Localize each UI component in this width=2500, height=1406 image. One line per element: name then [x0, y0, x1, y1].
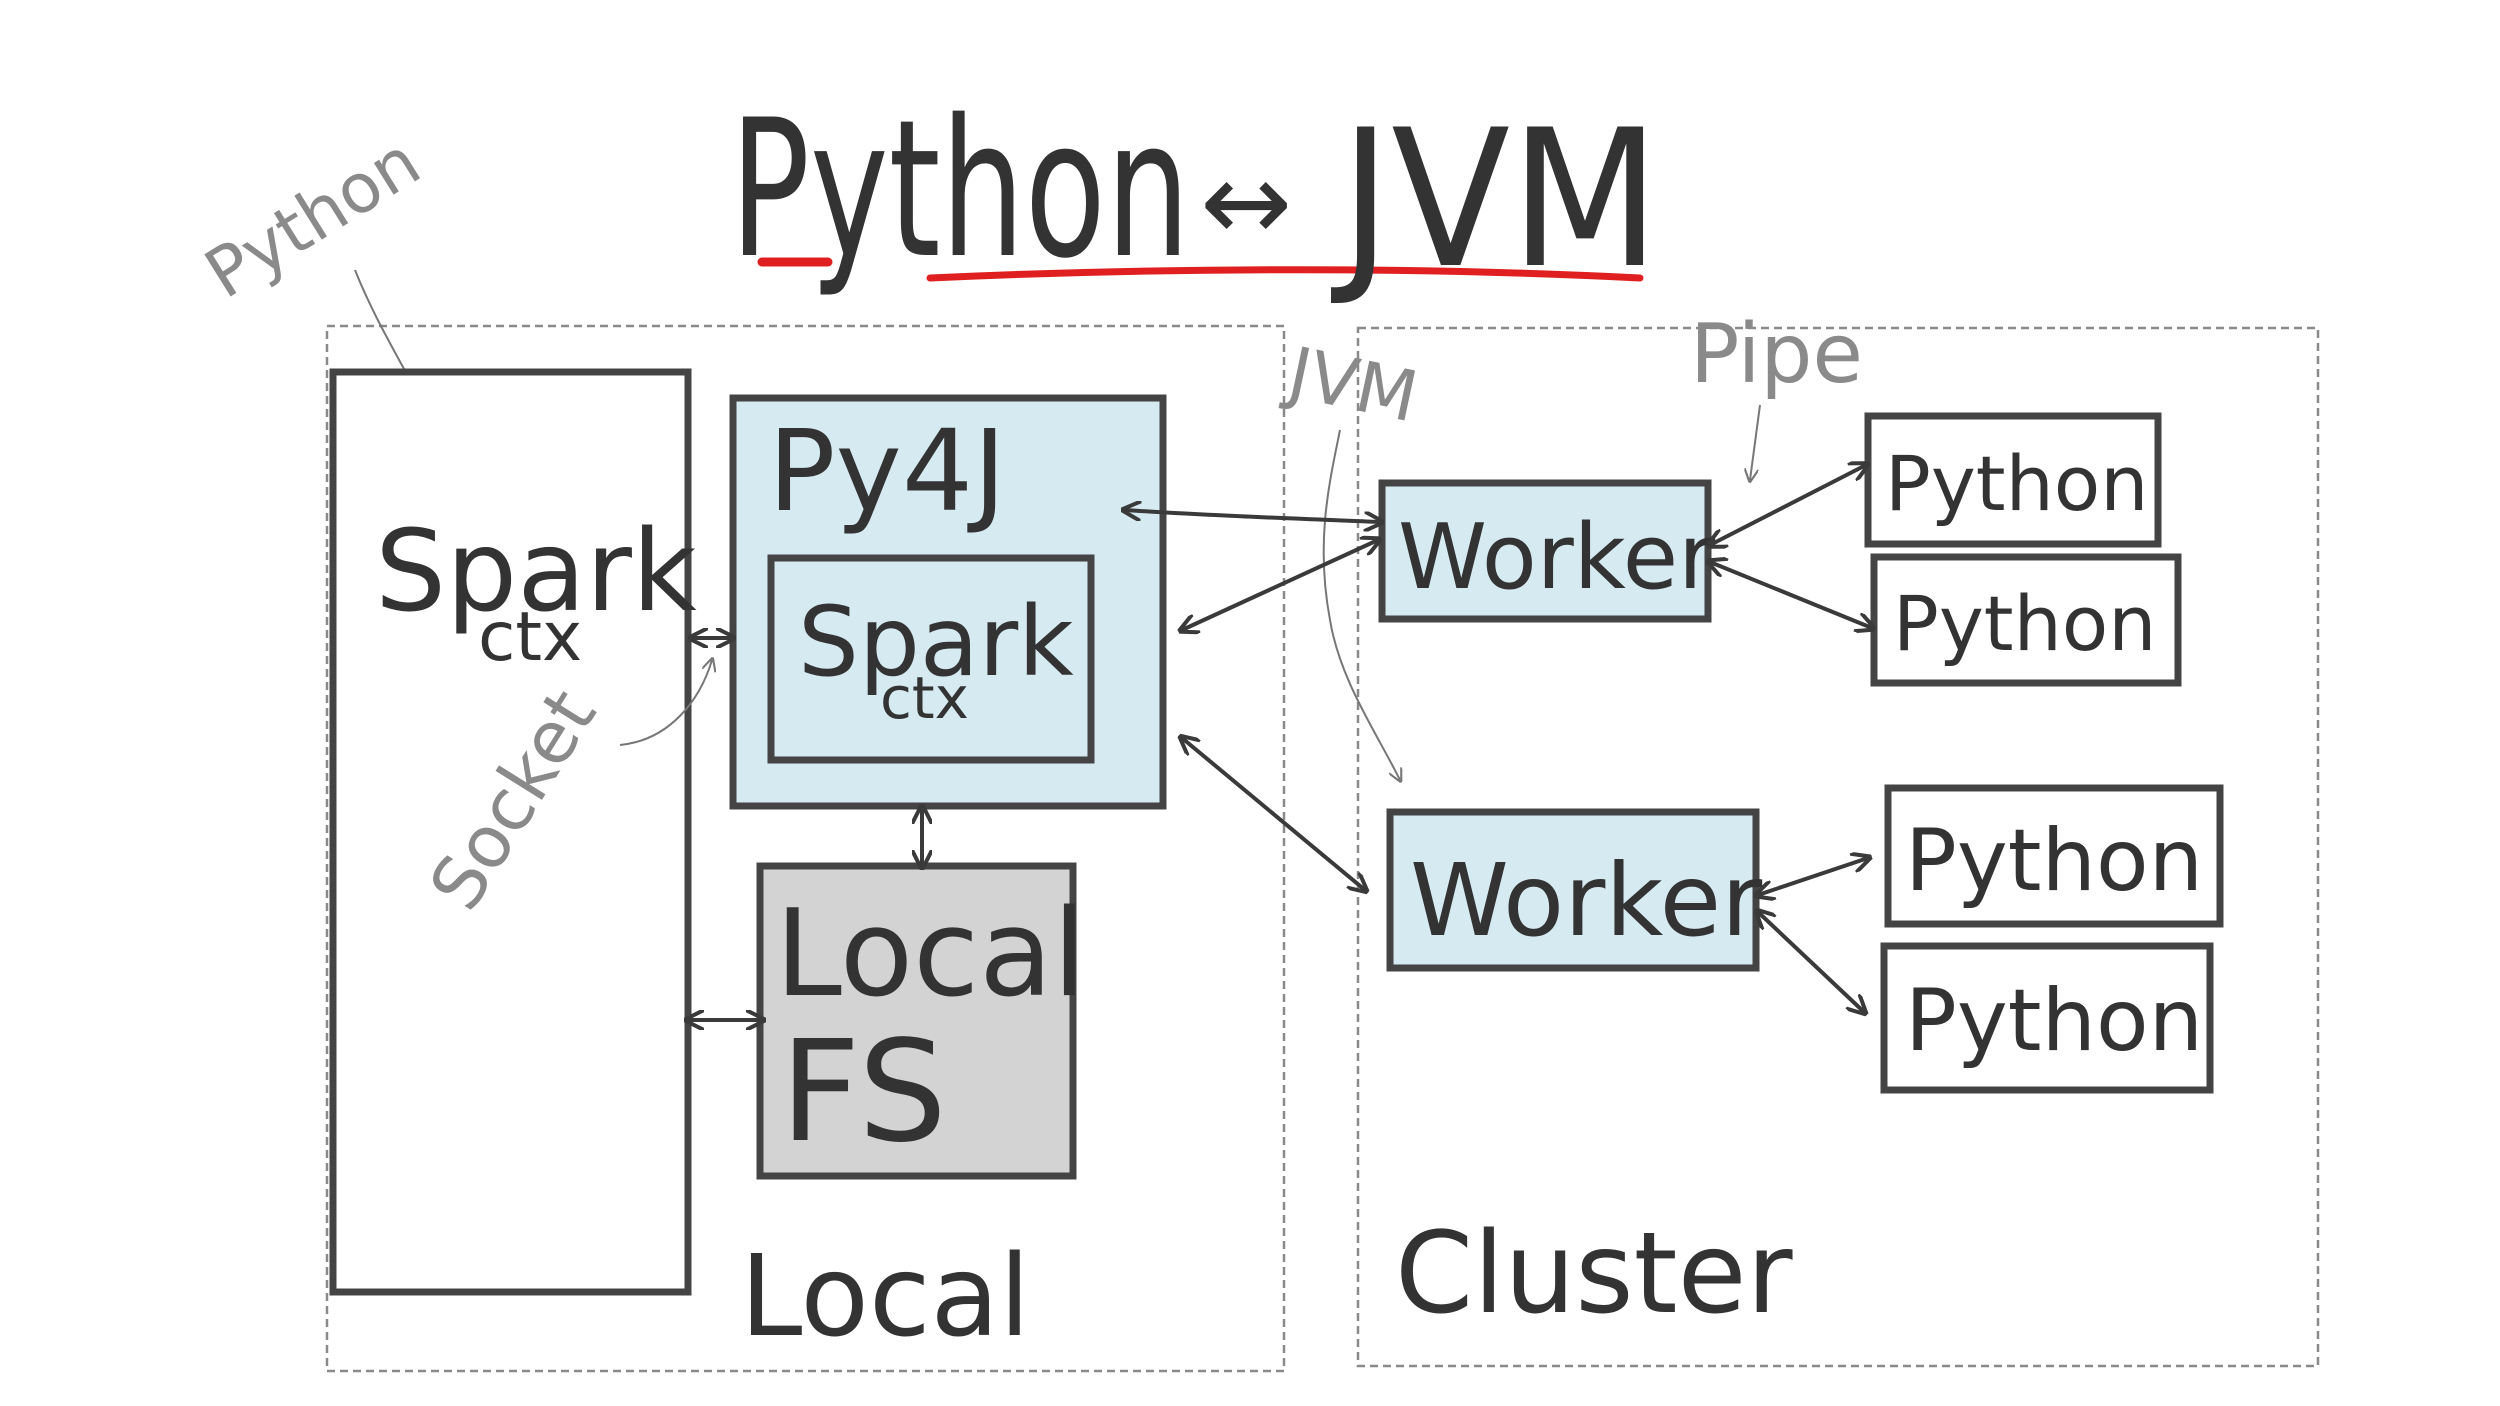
- python-process-4-label: Python: [1905, 971, 2203, 1071]
- socket-annotation-arrow: [619, 660, 712, 746]
- py4j-worker-1-arrow-lower: [1182, 540, 1378, 630]
- spark-ctx-label-2: ctx: [478, 598, 582, 677]
- worker-1-python-1-arrow: [1710, 465, 1866, 545]
- py4j-worker-1-arrow-upper: [1125, 510, 1380, 522]
- python-process-1-label: Python: [1885, 439, 2148, 528]
- inner-spark-ctx-label-1: Spark: [798, 586, 1074, 698]
- local-fs-label-2: FS: [780, 1011, 947, 1174]
- cluster-region-label: Cluster: [1395, 1209, 1793, 1339]
- inner-spark-ctx-box: [767, 554, 1095, 764]
- jvm-annotation: JVM: [1278, 331, 1425, 439]
- py4j-box: Py4J Spark ctx: [729, 394, 1167, 810]
- py4j-label: Py4J: [768, 407, 1006, 537]
- worker-2: Worker: [1386, 808, 1763, 972]
- python-process-4: Python: [1880, 942, 2214, 1094]
- local-fs-label-1: Local: [775, 885, 1086, 1024]
- pipe-annotation: Pipe: [1690, 307, 1863, 402]
- worker-2-label: Worker: [1410, 842, 1763, 959]
- python-process-3: Python: [1884, 784, 2224, 928]
- title-arrow: ↔: [1200, 138, 1292, 266]
- python-process-1: Python: [1864, 412, 2162, 548]
- title: Python ↔ JVM: [730, 79, 1660, 310]
- spark-ctx-label-1: Spark: [375, 507, 697, 637]
- spark-ctx-box: Spark ctx: [329, 368, 697, 1296]
- inner-spark-ctx-label-2: ctx: [880, 664, 969, 732]
- worker-1: Worker: [1378, 479, 1715, 623]
- python-process-2: Python: [1870, 553, 2182, 687]
- worker-2-python-4-arrow: [1758, 912, 1864, 1012]
- title-underline: [926, 266, 1644, 282]
- python-annotation: Python: [192, 123, 434, 315]
- title-jvm: JVM: [1331, 89, 1660, 310]
- python-process-3-label: Python: [1905, 811, 2203, 911]
- python-process-2-label: Python: [1893, 579, 2156, 668]
- local-fs-box: Local FS: [756, 862, 1086, 1180]
- pipe-annotation-arrow: [1750, 404, 1761, 480]
- worker-2-python-3-arrow: [1758, 858, 1868, 895]
- local-region-label: Local: [740, 1232, 1030, 1362]
- worker-1-python-2-arrow: [1710, 562, 1872, 628]
- worker-1-label: Worker: [1398, 505, 1715, 610]
- py4j-worker-2-arrow: [1182, 738, 1365, 890]
- title-python: Python: [730, 79, 1190, 300]
